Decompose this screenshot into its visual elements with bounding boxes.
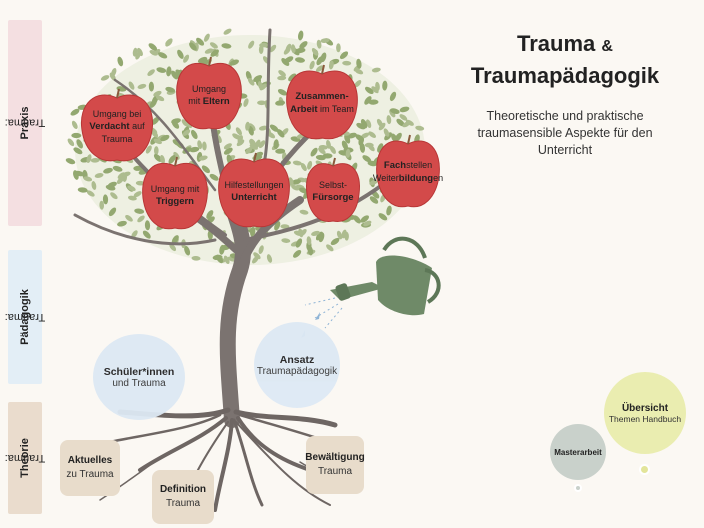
- card-text: zu Trauma: [66, 469, 114, 480]
- subtitle-line: traumasensible Aspekte für den: [477, 126, 653, 140]
- apple-strong: Eltern: [202, 95, 230, 107]
- card-aktuelles[interactable]: Aktuelles zu Trauma: [60, 440, 120, 496]
- apple-text: auf: [129, 120, 145, 131]
- apple-text: Trauma: [101, 133, 133, 144]
- card-bewaeltigung[interactable]: Bewältigung Trauma: [305, 436, 365, 494]
- band-praxis[interactable]: Trauma: Praxis: [5, 20, 45, 226]
- pin-label: Themen Handbuch: [608, 413, 682, 424]
- bubble-strong: Schüler*innen: [103, 365, 175, 378]
- title-amp: &: [601, 38, 613, 55]
- apple-text: stellen: [406, 160, 433, 170]
- apple-strong: Verdacht: [89, 120, 130, 132]
- apple-strong: bildung: [398, 173, 434, 184]
- bubble-text: und Trauma: [112, 377, 166, 389]
- pin-uebersicht[interactable]: Übersicht Themen Handbuch: [604, 372, 686, 476]
- leaf-icon: [336, 43, 341, 53]
- leaf-icon: [297, 30, 305, 41]
- apple-icon: [286, 64, 358, 140]
- bubble-schueler[interactable]: Schüler*innen und Trauma: [93, 334, 185, 420]
- apple-text: Umgang bei: [92, 108, 142, 119]
- apple-strong: Fürsorge: [312, 191, 354, 203]
- pin-bubble: Masterarbeit: [550, 424, 606, 480]
- subtitle-line: Theoretische und praktische: [486, 109, 644, 123]
- bubble-text: Traumapädagogik: [256, 365, 338, 377]
- apple-hilfestellungen[interactable]: Hilfestellungen Unterricht: [216, 150, 292, 232]
- card-text: Trauma: [317, 466, 353, 477]
- apple-icon: [218, 152, 290, 228]
- apple-eltern[interactable]: Umgang mit Eltern: [174, 56, 244, 134]
- card-strong: Bewältigung: [305, 452, 365, 463]
- watering-can-icon: [301, 236, 441, 338]
- card-definition[interactable]: Definition Trauma: [152, 470, 214, 524]
- page-title: Trauma &: [445, 30, 685, 61]
- pin-strong: Übersicht: [621, 402, 669, 414]
- apple-verdacht[interactable]: Umgang bei Verdacht auf Trauma: [78, 86, 156, 166]
- pin-bubble: Übersicht Themen Handbuch: [604, 372, 686, 454]
- apple-icon: [376, 134, 440, 208]
- apple-triggern[interactable]: Umgang mit Triggern: [140, 156, 210, 234]
- apple-fachstellen[interactable]: Fachstellen Weiterbildungen: [372, 132, 444, 212]
- apple-strong: Arbeit: [290, 104, 318, 115]
- leaf-icon: [116, 55, 125, 68]
- apple-text: Weiter: [372, 173, 399, 183]
- apple-strong: Zusammen-: [295, 91, 349, 102]
- apple-icon: [306, 157, 360, 223]
- apple-zusammenarbeit[interactable]: Zusammen- Arbeit im Team: [284, 62, 360, 144]
- apple-text: mit: [188, 95, 203, 106]
- apple-text: im Team: [317, 104, 354, 114]
- apple-text: Hilfestellungen: [224, 179, 284, 190]
- apple-strong: Fach: [383, 160, 407, 171]
- apple-text: Umgang mit: [150, 183, 200, 194]
- subtitle-line: Unterricht: [537, 143, 593, 157]
- apple-text: Umgang: [191, 83, 227, 94]
- pin-dot-icon: [639, 464, 650, 475]
- apple-icon: [142, 156, 208, 230]
- bubble-ansatz[interactable]: Ansatz Traumapädagogik: [254, 322, 340, 408]
- card-text: Trauma: [165, 498, 201, 509]
- leaf-icon: [100, 73, 111, 82]
- page-title-line2: Traumapädagogik: [470, 63, 660, 88]
- pin-label: Masterarbeit: [554, 447, 602, 457]
- leaf-icon: [66, 137, 76, 148]
- band-theorie[interactable]: Trauma: Theorie: [5, 402, 45, 514]
- leaf-icon: [64, 156, 77, 166]
- card-strong: Aktuelles: [67, 455, 113, 466]
- apple-text: en: [433, 173, 444, 183]
- leaf-icon: [259, 42, 269, 48]
- apple-icon: [176, 56, 242, 130]
- page-subtitle: Theoretische und praktische traumasensib…: [445, 108, 685, 159]
- bubble-strong: Ansatz: [279, 353, 315, 366]
- apple-strong: Triggern: [155, 195, 194, 207]
- apple-fuersorge[interactable]: Selbst- Fürsorge: [304, 156, 362, 226]
- apple-strong: Unterricht: [231, 191, 277, 203]
- card-strong: Definition: [159, 484, 207, 495]
- apple-text: Selbst-: [318, 179, 347, 190]
- leaf-icon: [222, 27, 233, 36]
- band-paedagogik[interactable]: Trauma: Pädagogik: [5, 250, 45, 384]
- apple-icon: [80, 88, 154, 162]
- pin-masterarbeit[interactable]: Masterarbeit: [550, 424, 606, 494]
- pin-dot-icon: [574, 484, 582, 492]
- title-part: Trauma: [517, 31, 596, 56]
